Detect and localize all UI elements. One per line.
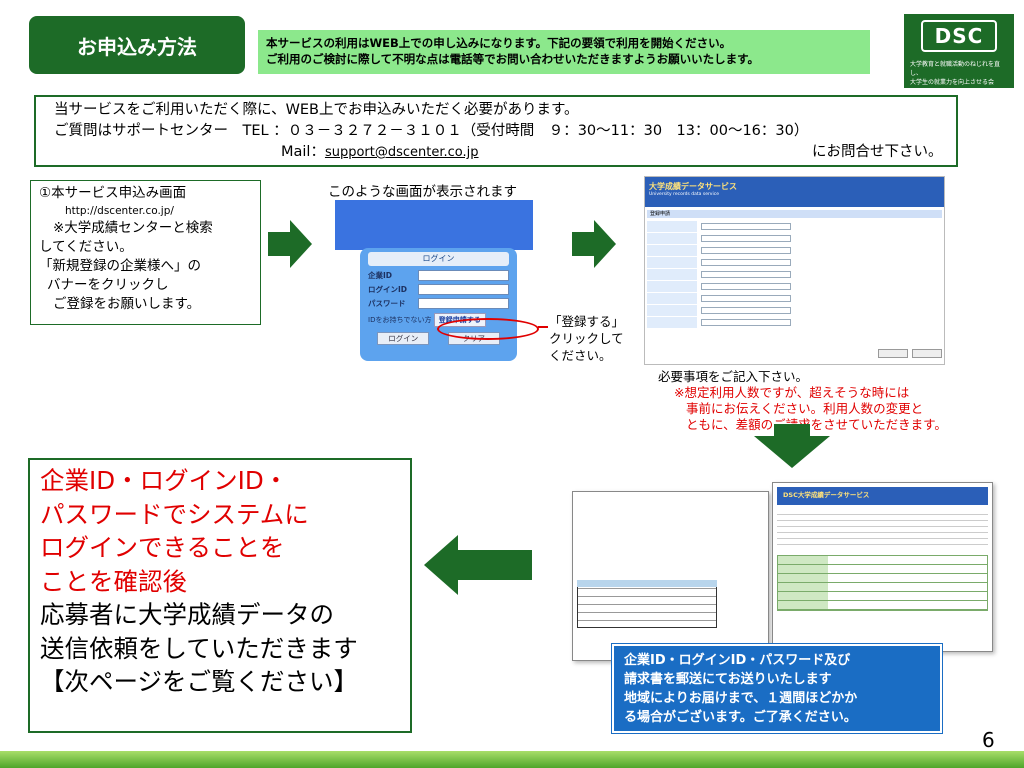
notice-line-1: 本サービスの利用はWEB上での申し込みになります。下記の要領で利用を開始ください…	[266, 36, 732, 50]
form-field[interactable]	[701, 271, 791, 278]
form-row	[647, 317, 942, 328]
form-field[interactable]	[701, 319, 791, 326]
form-row	[647, 245, 942, 256]
login-id-row: ログインID	[368, 284, 509, 295]
arrow-right-icon	[572, 220, 616, 268]
password-row: パスワード	[368, 298, 509, 309]
next-step-callout: 企業ID・ログインID・ パスワードでシステムに ログインできることを ことを確…	[28, 458, 412, 733]
form-confirm-button[interactable]	[878, 349, 908, 358]
form-section-bar: 登録申請	[647, 210, 942, 218]
login-caption: このような画面が表示されます	[328, 184, 517, 200]
step-1-title: ①本サービス申込み画面	[39, 185, 187, 201]
page-number: 6	[982, 728, 995, 752]
registration-form-screenshot: 大学成績データサービス University records data serv…	[644, 176, 945, 365]
contact-box: 当サービスをご利用いただく際に、WEB上でお申込みいただく必要があります。 ご質…	[34, 95, 958, 167]
login-button[interactable]: ログイン	[377, 332, 430, 345]
register-note-2: クリックして	[549, 331, 624, 346]
highlight-connector	[538, 326, 548, 328]
callout-line-6: 送信依頼をしていただきます	[40, 633, 358, 663]
step-1-search-note: ※大学成績センターと検索	[53, 220, 213, 236]
form-field[interactable]	[701, 259, 791, 266]
form-buttons	[874, 349, 942, 360]
letter-header: DSC大学成績データサービス	[777, 487, 988, 505]
form-row	[647, 281, 942, 292]
must-note-4: ともに、差額のご請求をさせていただきます。	[686, 417, 947, 432]
form-field[interactable]	[701, 223, 791, 230]
form-field[interactable]	[701, 307, 791, 314]
step-1-url[interactable]: http://dscenter.co.jp/	[65, 205, 174, 217]
step-1-banner-note: 「新規登録の企業様へ」の	[39, 258, 201, 274]
logo-tagline-1: 大学教育と就職活動のねじれを直し、	[910, 61, 1001, 77]
register-note-3: ください。	[549, 348, 612, 363]
step-1-register-note: ご登録をお願いします。	[53, 296, 201, 312]
login-panel: ログイン 企業ID ログインID パスワード IDをお持ちでない方 登録申請する…	[360, 248, 517, 361]
form-field[interactable]	[701, 283, 791, 290]
mail-link[interactable]: support@dscenter.co.jp	[324, 145, 479, 160]
callout-red-2: パスワードでシステムに	[40, 499, 309, 529]
step-1-click-note: バナーをクリックし	[47, 277, 169, 293]
callout-line-5: 応募者に大学成績データの	[40, 600, 334, 629]
arrow-left-icon	[424, 535, 532, 595]
form-row	[647, 269, 942, 280]
mailing-notice-3: 地域によりお届けまで、１週間ほどかか	[624, 691, 858, 706]
form-header: 大学成績データサービス University records data serv…	[645, 177, 944, 207]
required-fields-note: 必要事項をご記入下さい。 ※想定利用人数ですが、超えそうな時には 事前にお伝えく…	[658, 369, 998, 433]
form-row	[647, 257, 942, 268]
company-id-row: 企業ID	[368, 270, 509, 281]
notice-line-2: ご利用のご検討に際して不明な点は電話等でお問い合わせいただきますようお願いいたし…	[266, 52, 759, 66]
form-field[interactable]	[701, 247, 791, 254]
form-row	[647, 221, 942, 232]
page-title: お申込み方法	[29, 16, 245, 74]
form-field[interactable]	[701, 295, 791, 302]
invoice-document	[572, 491, 769, 661]
mailing-notice-2: 請求書を郵送にてお送りいたします	[624, 672, 832, 687]
password-label: パスワード	[368, 299, 406, 308]
form-field[interactable]	[701, 235, 791, 242]
mail-label: Mail：	[281, 144, 325, 160]
step-1-box: ①本サービス申込み画面 http://dscenter.co.jp/ ※大学成績…	[30, 180, 261, 325]
callout-red-1: 企業ID・ログインID・	[40, 466, 289, 495]
callout-red-3: ログインできることを	[40, 533, 285, 562]
form-row	[647, 293, 942, 304]
form-brand-sub: University records data service	[649, 192, 719, 197]
callout-line-7: 【次ページをご覧ください】	[40, 667, 359, 696]
site-banner	[335, 200, 533, 250]
must-note-2: ※想定利用人数ですが、超えそうな時には	[674, 385, 910, 400]
mailing-notice: 企業ID・ログインID・パスワード及び 請求書を郵送にてお送りいたします 地域に…	[612, 644, 942, 733]
contact-line-3: Mail：support@dscenter.co.jp にお問合せ下さい。	[54, 142, 943, 163]
step-1-search-note-2: してください。	[39, 239, 133, 255]
logo-tagline-2: 大学生の就業力を向上させる会	[910, 79, 995, 86]
mailing-notice-1: 企業ID・ログインID・パスワード及び	[624, 653, 851, 668]
company-id-input[interactable]	[418, 270, 509, 281]
form-row	[647, 233, 942, 244]
arrow-down-icon	[754, 424, 830, 474]
must-note-3: 事前にお伝えください。利用人数の変更と	[686, 401, 924, 416]
logo-mark: DSC	[921, 20, 997, 52]
login-id-label: ログインID	[368, 285, 408, 294]
company-id-label: 企業ID	[368, 271, 393, 280]
dsc-logo: DSC 大学教育と就職活動のねじれを直し、 大学生の就業力を向上させる会	[904, 14, 1014, 88]
register-note-1: 「登録する」	[549, 314, 625, 329]
contact-line-2: ご質問はサポートセンター TEL ：０３－３２７２－３１０１（受付時間 ９：30…	[54, 123, 809, 139]
password-input[interactable]	[418, 298, 509, 309]
register-note: 「登録する」 クリックして ください。	[549, 313, 624, 364]
form-row	[647, 305, 942, 316]
mailing-notice-4: る場合がございます。ご了承ください。	[624, 710, 857, 725]
header-notice: 本サービスの利用はWEB上での申し込みになります。下記の要領で利用を開始ください…	[258, 30, 870, 74]
login-title: ログイン	[368, 252, 509, 266]
id-prompt: IDをお持ちでない方	[368, 316, 432, 324]
mail-tail: にお問合せ下さい。	[812, 144, 943, 160]
arrow-right-icon	[268, 220, 312, 268]
must-note-1: 必要事項をご記入下さい。	[658, 369, 809, 384]
form-brand: 大学成績データサービス	[649, 182, 737, 191]
callout-red-4: ことを確認後	[40, 566, 187, 596]
highlight-oval	[437, 318, 539, 340]
form-back-button[interactable]	[912, 349, 942, 358]
login-id-input[interactable]	[418, 284, 509, 295]
contact-line-1: 当サービスをご利用いただく際に、WEB上でお申込みいただく必要があります。	[54, 102, 579, 118]
footer-bar	[0, 751, 1024, 768]
credentials-letter: DSC大学成績データサービス	[772, 482, 993, 652]
